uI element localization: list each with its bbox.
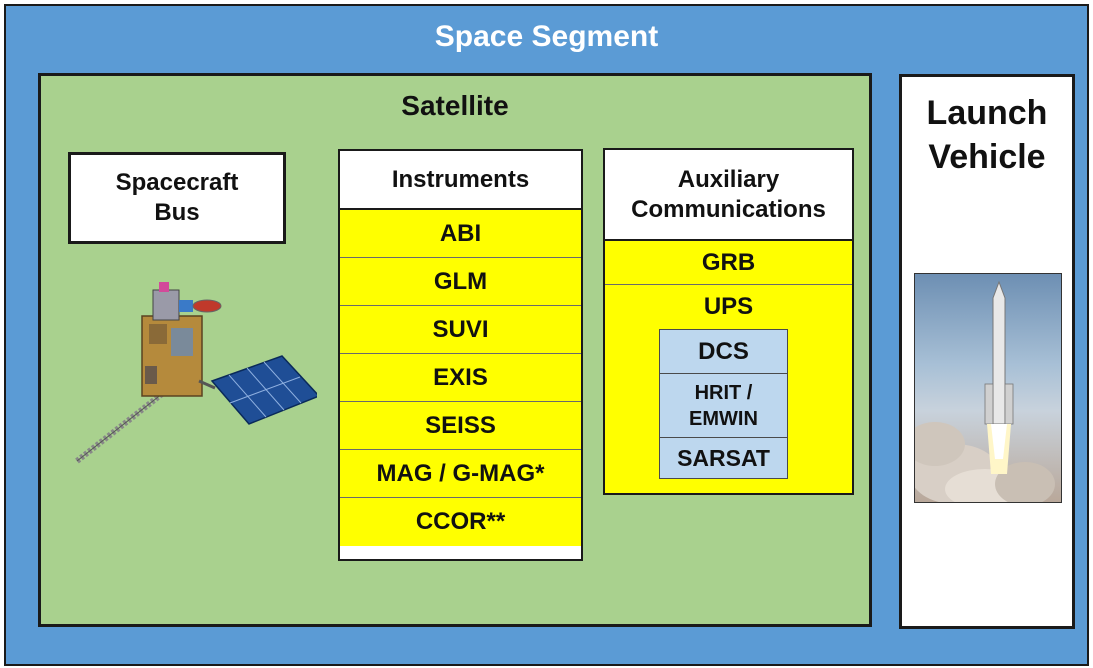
launch-line2: Vehicle [928, 138, 1046, 176]
auxiliary-communications-box: Auxiliary Communications GRB UPS DCS HRI… [603, 148, 854, 495]
ups-hrit-emwin: HRIT / EMWIN [660, 374, 787, 438]
satellite-box: Satellite Spacecraft Bus [38, 73, 872, 627]
rocket-icon [915, 280, 1055, 502]
instrument-exis: EXIS [340, 354, 581, 402]
instrument-suvi: SUVI [340, 306, 581, 354]
instrument-abi: ABI [340, 210, 581, 258]
launch-line1: Launch [926, 94, 1048, 132]
spacecraft-bus-title: Spacecraft Bus [71, 155, 283, 241]
ups-hrit-line2: EMWIN [689, 407, 758, 430]
aux-ups-area: UPS DCS HRIT / EMWIN SARSAT [605, 285, 852, 493]
launch-vehicle-title: Launch Vehicle [902, 91, 1072, 179]
spacecraft-bus-line2: Bus [154, 199, 200, 226]
spacecraft-bus-box: Spacecraft Bus [68, 152, 286, 244]
instruments-title: Instruments [340, 151, 581, 210]
space-segment-title: Space Segment [434, 20, 659, 53]
auxiliary-communications-title: Auxiliary Communications [605, 150, 852, 241]
launch-vehicle-box: Launch Vehicle [899, 74, 1075, 629]
aux-ups-label: UPS [703, 293, 754, 320]
ups-services-box: DCS HRIT / EMWIN SARSAT [659, 329, 788, 479]
auxiliary-line2: Communications [631, 195, 826, 223]
satellite-illustration [75, 282, 317, 464]
auxiliary-line1: Auxiliary [677, 165, 780, 193]
spacecraft-bus-line1: Spacecraft [115, 169, 239, 196]
rocket-launch-image [914, 273, 1062, 503]
space-segment-frame: Space Segment Satellite Spacecraft Bus [4, 4, 1089, 666]
instrument-glm: GLM [340, 258, 581, 306]
ups-sarsat: SARSAT [677, 444, 770, 471]
instrument-mag: MAG / G-MAG* [340, 450, 581, 498]
ups-hrit-line1: HRIT / [694, 381, 753, 404]
ups-dcs: DCS [660, 330, 787, 374]
satellite-title: Satellite [401, 90, 509, 121]
instruments-box: Instruments ABI GLM SUVI EXIS SEISS MAG … [338, 149, 583, 561]
aux-grb: GRB [605, 241, 852, 285]
instrument-seiss: SEISS [340, 402, 581, 450]
instrument-ccor: CCOR** [340, 498, 581, 546]
